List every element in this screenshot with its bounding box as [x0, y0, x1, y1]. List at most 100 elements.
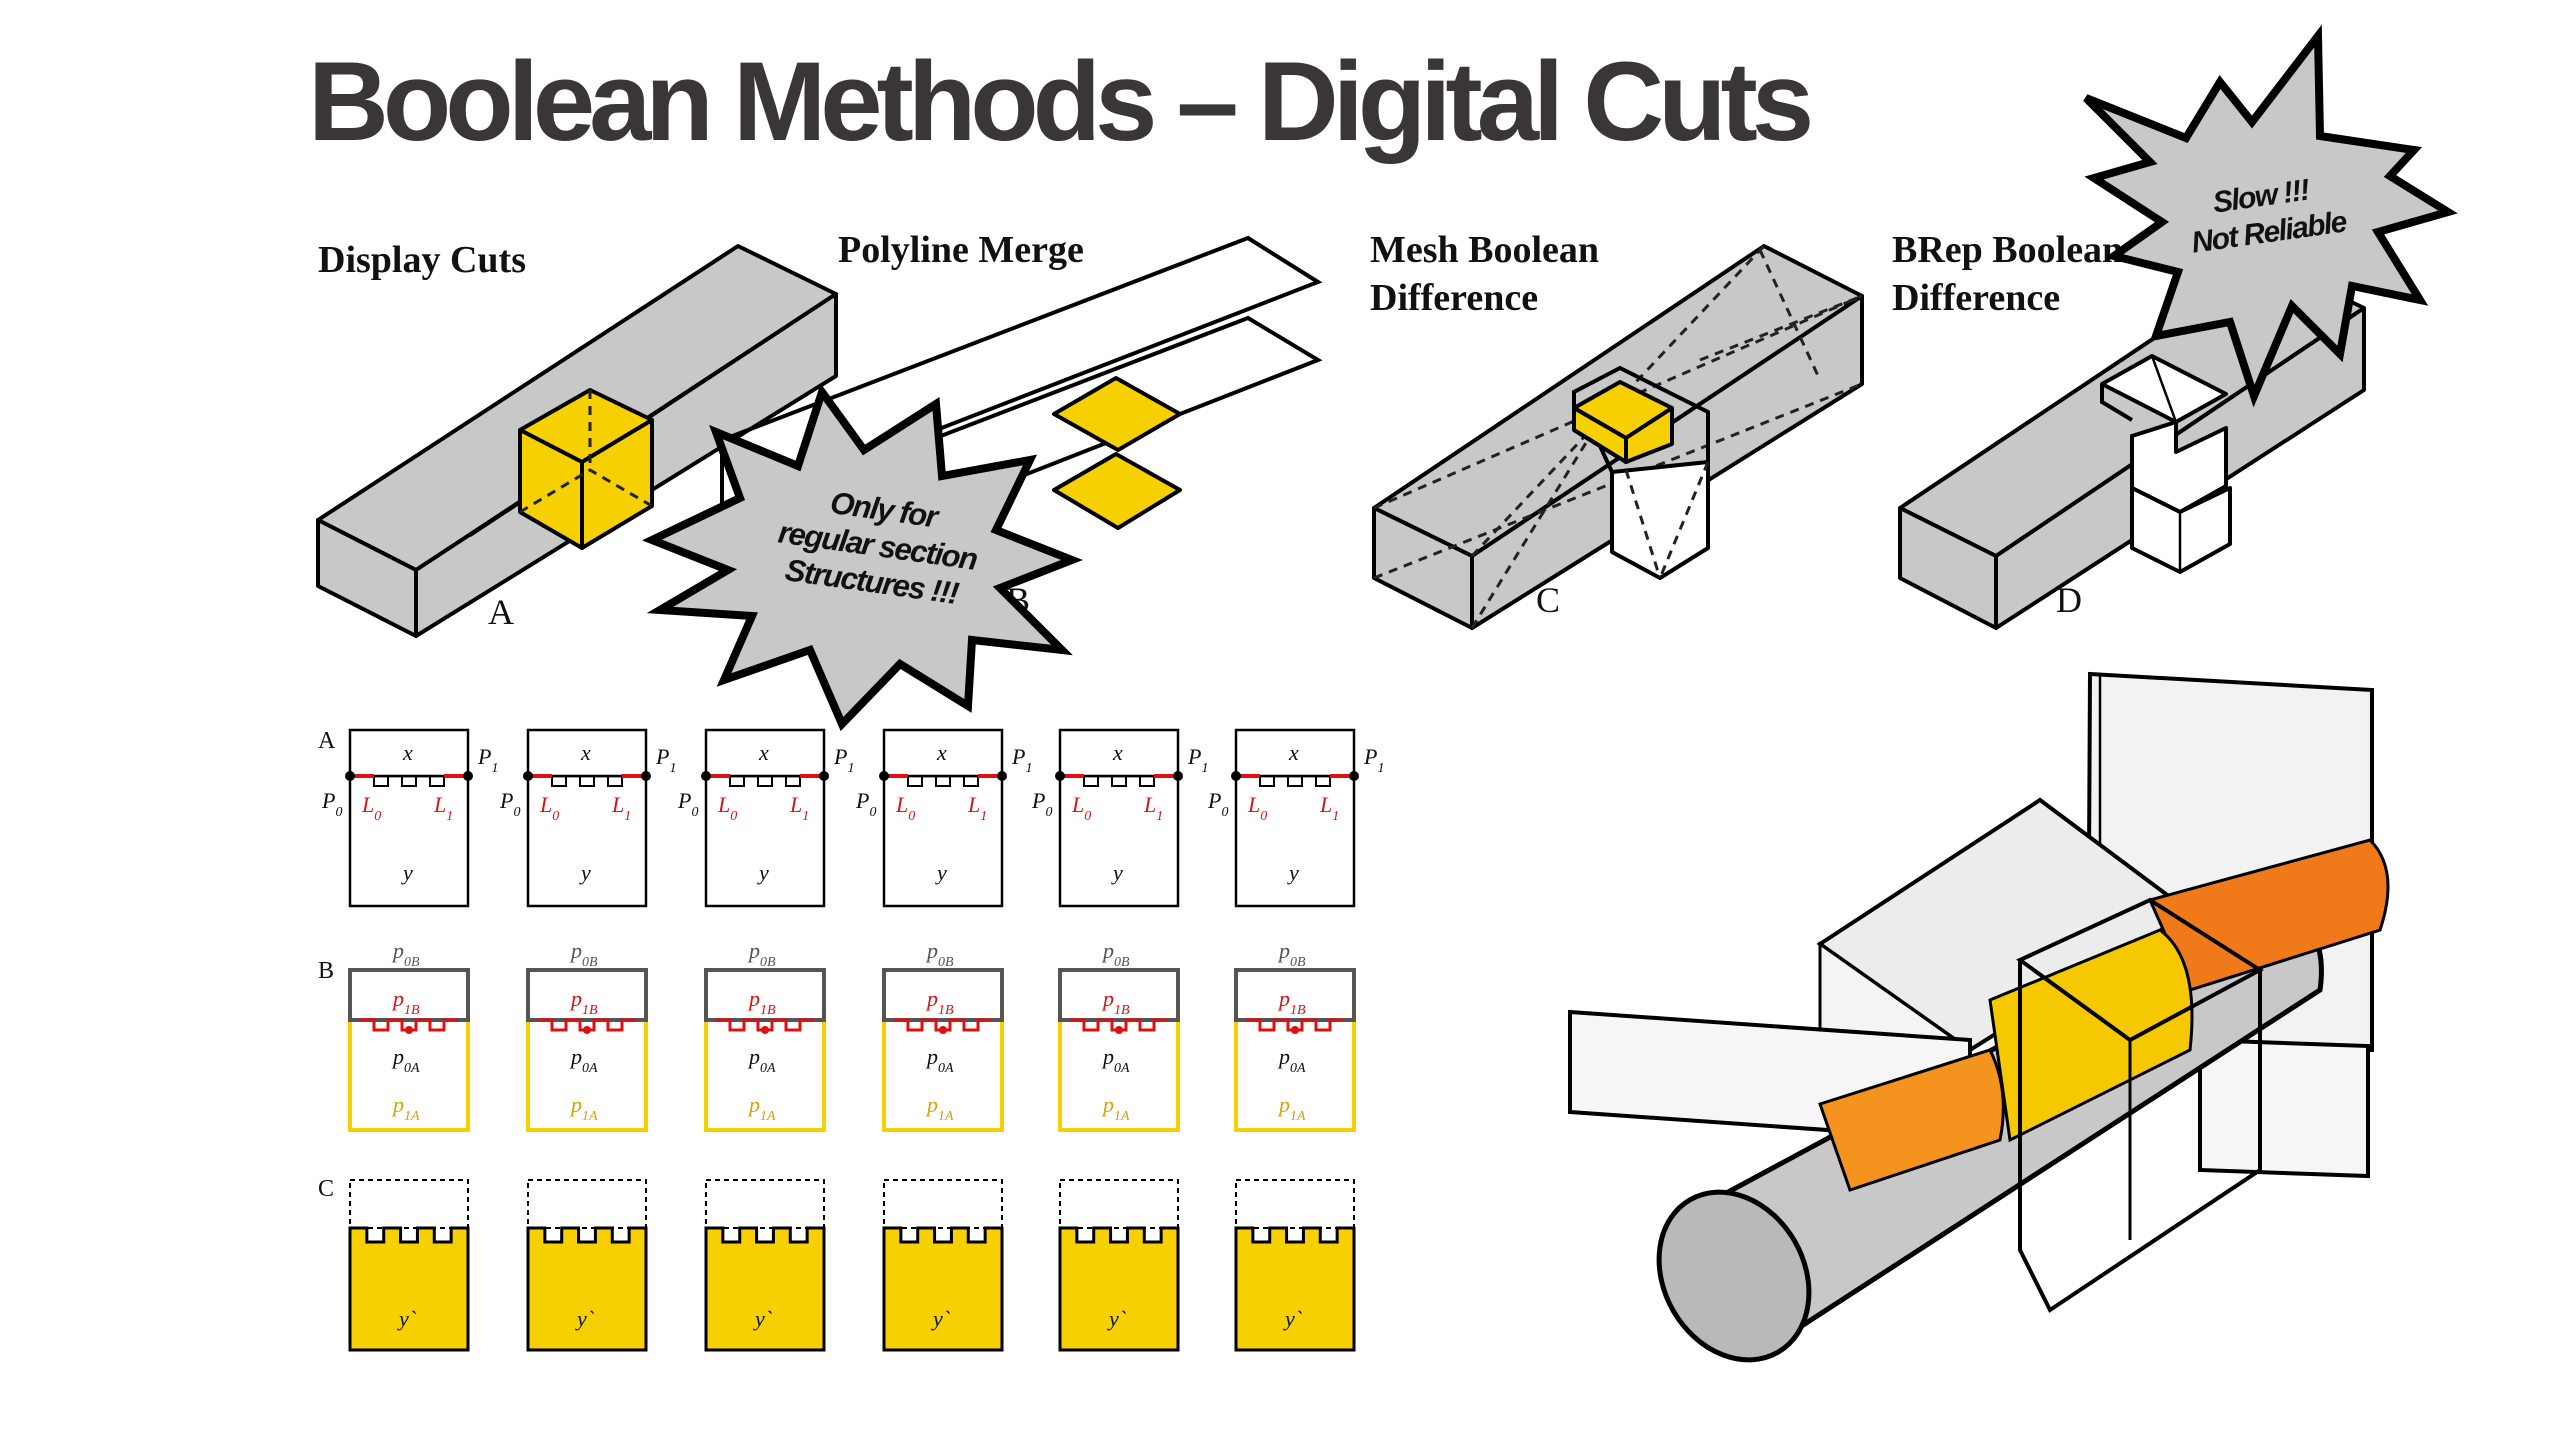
row-a-p0-label: P0: [321, 788, 342, 820]
row-b-p1b-label: p1B: [1277, 986, 1306, 1018]
row-c-y-label: y`: [1107, 1306, 1127, 1331]
row-a-x-label: x: [1288, 740, 1299, 765]
row-c-removed-member: [705, 1179, 825, 1229]
row-a-joint-profile: [1246, 775, 1344, 787]
row-a-y-label: y: [1111, 860, 1123, 885]
row-a-member-y: [526, 774, 648, 908]
cutter-box-sides: [2018, 960, 2262, 1313]
row-a-member-x: [526, 728, 648, 778]
row-a-y-label: y: [757, 860, 769, 885]
row-c-cut-member: [1058, 1226, 1180, 1352]
row-a-l0-label: L0: [895, 792, 915, 824]
row-a-member-x: [1234, 728, 1356, 778]
row-c-y-label: y`: [753, 1306, 773, 1331]
callout-burst-slow: Slow !!! Not Reliable: [2083, 24, 2458, 408]
gold-notch: [1988, 928, 2194, 1143]
row-a-p1-point: [819, 771, 829, 781]
row-a-p0-label: P0: [855, 788, 876, 820]
panel-c-letter: C: [1536, 580, 1560, 620]
row-a-member-x: [704, 728, 826, 778]
row-a-p0-label: P0: [1031, 788, 1052, 820]
row-a-l1-label: L1: [1143, 792, 1163, 824]
panel-d-label-2: Difference: [1892, 277, 2060, 319]
burst-shape: [641, 383, 1083, 732]
row-a-member-y: [1058, 774, 1180, 908]
cutter-lower: [1610, 460, 1710, 580]
row-b-member-a: [1058, 1018, 1180, 1132]
row-c-removed-member: [883, 1179, 1003, 1229]
row-a-y-label: y: [1287, 860, 1299, 885]
row-b-member-a: [704, 1018, 826, 1132]
row-a-p0-point: [523, 771, 533, 781]
row-b-p0b-label: p0B: [1277, 938, 1306, 970]
row-a-x-label: x: [758, 740, 769, 765]
panel-c-label-1: Mesh Boolean: [1370, 229, 1599, 271]
log-end-cap: [1656, 1189, 1812, 1363]
row-b-p1b-label: p1B: [569, 986, 598, 1018]
row-b-p0a-label: p0A: [569, 1044, 598, 1076]
row-b-member-b: [526, 968, 648, 1022]
row-a-p0-point: [879, 771, 889, 781]
panel-display-cuts: Display Cuts A: [316, 239, 838, 638]
row-a-l0-label: L0: [1071, 792, 1091, 824]
row-a-p1-label: P1: [1187, 744, 1208, 776]
row-label-c: C: [318, 1176, 334, 1202]
panel-brep-boolean: BRep Boolean Difference D Slow !!! Not R…: [1892, 24, 2458, 630]
panel-c-label-2: Difference: [1370, 277, 1538, 319]
row-b-p0b-label: p0B: [1101, 938, 1130, 970]
row-a-l0-label: L0: [1247, 792, 1267, 824]
row-b-p0a-label: p0A: [391, 1044, 420, 1076]
row-a-p1-point: [1349, 771, 1359, 781]
panel-polyline-merge: Polyline Merge B Only for regular sectio…: [641, 229, 1323, 732]
polyline-lower: [721, 315, 1323, 568]
row-a-p0-label: P0: [1207, 788, 1228, 820]
row-a-joint-profile: [894, 775, 992, 787]
row-a-p1-label: P1: [1363, 744, 1384, 776]
brep-beam-end: [1898, 506, 1998, 630]
cutter-notch: [1572, 428, 1614, 473]
section-square-upper: [1052, 376, 1182, 452]
row-c-cut-member: [526, 1226, 648, 1352]
row-label-a: A: [318, 728, 336, 754]
row-b-member-b: [704, 968, 826, 1022]
row-b-member-b: [882, 968, 1004, 1022]
row-c-cut-member: [348, 1226, 470, 1352]
row-b-p0a-label: p0A: [1277, 1044, 1306, 1076]
row-a-x-label: x: [1112, 740, 1123, 765]
row-b-p1b-label: p1B: [391, 986, 420, 1018]
row-b-p1a-label: p1A: [391, 1092, 420, 1124]
row-a-y-label: y: [401, 860, 413, 885]
row-a-x-label: x: [580, 740, 591, 765]
row-label-b: B: [318, 958, 334, 984]
section-square-lower: [1052, 452, 1182, 530]
row-b-p0b-label: p0B: [747, 938, 776, 970]
row-c-y-label: y`: [931, 1306, 951, 1331]
burst-shape-slow: [2083, 24, 2458, 408]
row-b-p1b-label: p1B: [747, 986, 776, 1018]
row-a-member-x: [1058, 728, 1180, 778]
row-a-p0-point: [701, 771, 711, 781]
panel-a-letter: A: [488, 592, 514, 632]
row-a-l0-label: L0: [717, 792, 737, 824]
row-a-p1-label: P1: [655, 744, 676, 776]
row-b-member-a: [1234, 1018, 1356, 1132]
row-a-joint-profile: [1070, 775, 1168, 787]
row-b-p1b-label: p1B: [925, 986, 954, 1018]
row-b-p0b-label: p0B: [569, 938, 598, 970]
row-a-joint-profile: [360, 775, 458, 787]
horizontal-beam-right: [2198, 1037, 2370, 1179]
polyline-upper: [721, 235, 1323, 488]
row-b-p1a-label: p1A: [925, 1092, 954, 1124]
row-a-x-label: x: [402, 740, 413, 765]
row-c-y-label: y`: [397, 1306, 417, 1331]
row-b-p0b-label: p0B: [925, 938, 954, 970]
brep-cutter-lower: [2130, 434, 2232, 574]
row-b-member-b: [1234, 968, 1356, 1022]
row-a-joint-profile: [716, 775, 814, 787]
row-c-y-label: y`: [575, 1306, 595, 1331]
row-a-y-label: y: [579, 860, 591, 885]
row-a-l0-label: L0: [539, 792, 559, 824]
panel-d-letter: D: [2056, 580, 2082, 620]
row-a-member-x: [348, 728, 470, 778]
panel-b-label: Polyline Merge: [838, 229, 1084, 271]
